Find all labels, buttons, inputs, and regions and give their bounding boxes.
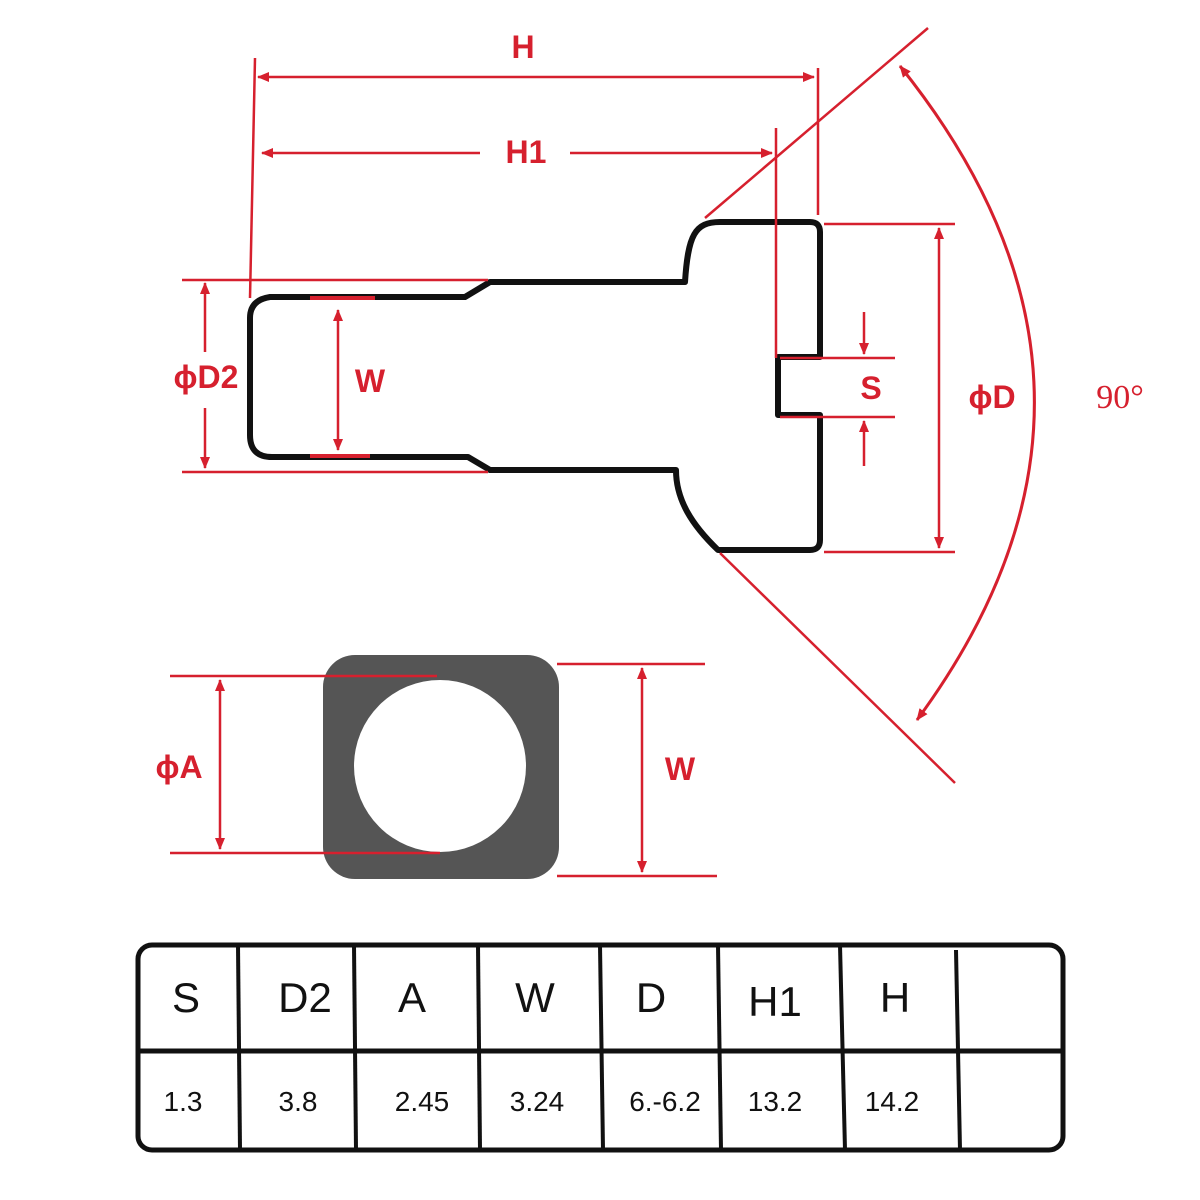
label-angle: 90° — [1096, 379, 1144, 416]
label-d: ϕD — [968, 379, 1015, 415]
table-header-cell: W — [515, 974, 555, 1021]
table-column-dividers — [236, 944, 962, 1151]
label-s: S — [860, 370, 881, 406]
spec-table: S D2 A W D H1 H 1.3 3.8 2.45 3.24 6.-6.2 13.2 14.2 — [135, 942, 1066, 1153]
table-header-cell: S — [172, 974, 200, 1021]
label-w-front: W — [665, 751, 696, 787]
label-w-side: W — [355, 363, 386, 399]
screw-cross-section — [323, 655, 559, 879]
label-d2: ϕD2 — [174, 359, 239, 395]
label-h1: H1 — [506, 134, 547, 170]
angle-arc-arrow — [898, 65, 1036, 721]
table-header-cell: D — [636, 974, 666, 1021]
dimension-lines-front — [170, 662, 717, 878]
table-value-row: 1.3 3.8 2.45 3.24 6.-6.2 13.2 14.2 — [164, 1086, 920, 1117]
label-a: ϕA — [155, 749, 202, 785]
table-header-cell: D2 — [278, 974, 332, 1021]
dimension-lines-side — [182, 27, 1036, 784]
table-header-cell: H — [880, 974, 910, 1021]
label-h: H — [511, 29, 534, 65]
screw-side-outline — [247, 219, 823, 553]
angle-line-bottom — [719, 552, 956, 784]
table-header-cell: A — [398, 974, 426, 1021]
cross-section-hole — [354, 680, 526, 852]
table-header-row: S D2 A W D H1 H — [172, 974, 910, 1025]
table-value-cell: 13.2 — [748, 1086, 803, 1117]
table-value-cell: 1.3 — [164, 1086, 203, 1117]
angle-line-top — [704, 27, 929, 219]
table-header-cell: H1 — [748, 978, 802, 1025]
table-value-cell: 2.45 — [395, 1086, 450, 1117]
table-value-cell: 14.2 — [865, 1086, 920, 1117]
table-value-cell: 3.8 — [279, 1086, 318, 1117]
table-value-cell: 6.-6.2 — [629, 1086, 701, 1117]
table-value-cell: 3.24 — [510, 1086, 565, 1117]
